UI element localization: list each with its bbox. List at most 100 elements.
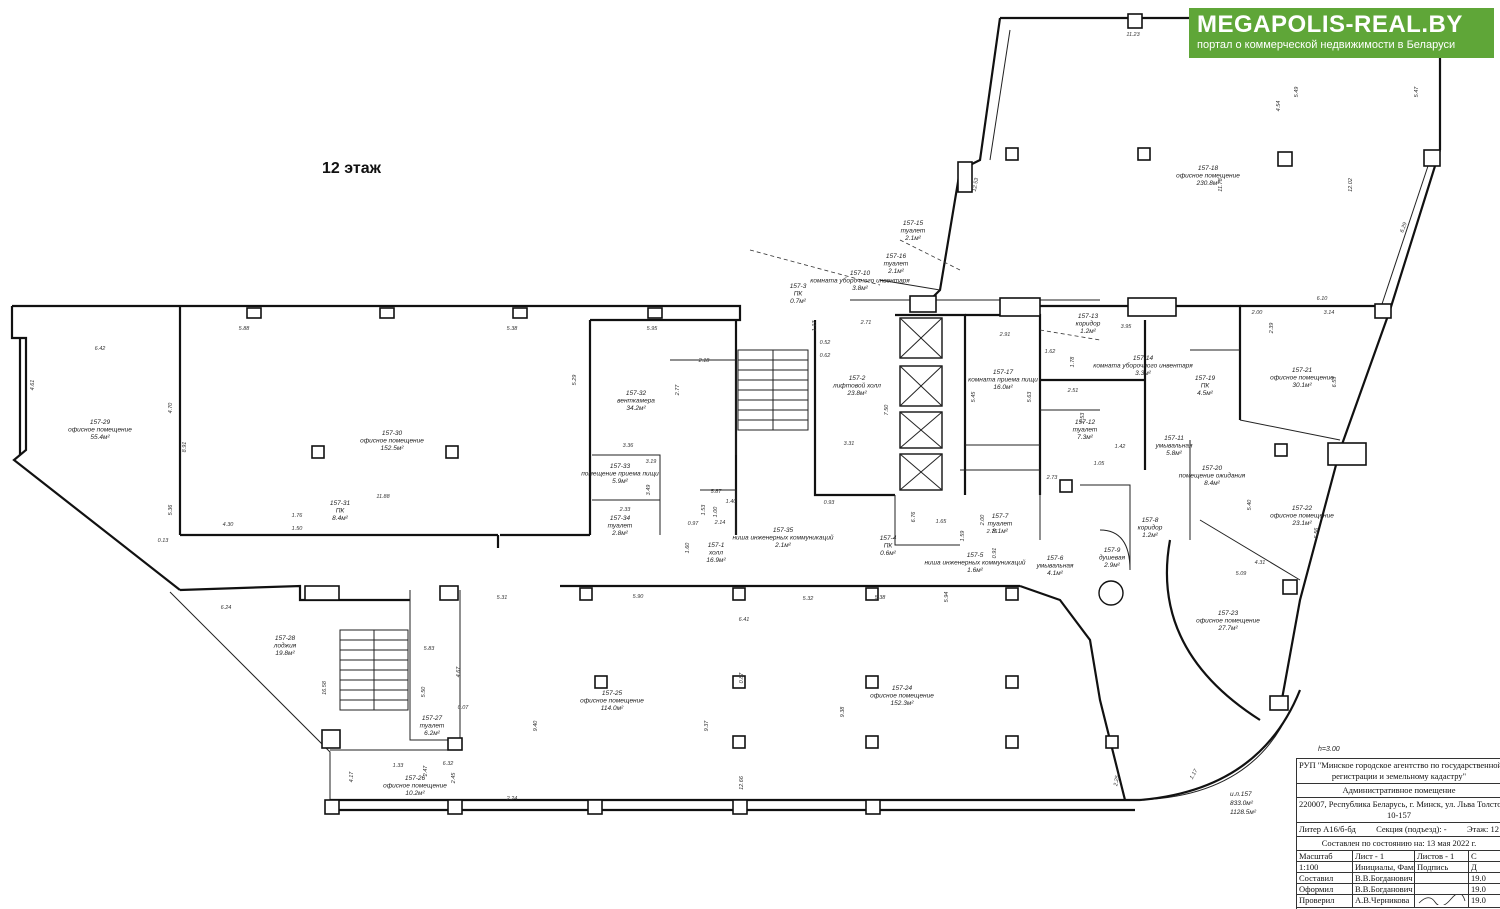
dimension-label: 2.18 <box>698 358 711 364</box>
stamp-r1-role: Составил <box>1297 873 1353 884</box>
dimension-label: 11.88 <box>376 494 390 500</box>
dimension-label: 2.51 <box>1067 388 1079 394</box>
dimension-label: 0.87 <box>739 672 745 684</box>
dimension-label: 12.53 <box>972 177 980 193</box>
stamp-r2-role: Оформил <box>1297 884 1353 895</box>
dimension-label: 12.66 <box>739 775 745 790</box>
dimension-label: 6.55 <box>1332 376 1338 388</box>
dimension-label: 2.91 <box>999 332 1011 338</box>
dimension-label: 4.67 <box>456 666 462 678</box>
dimension-label: 3.14 <box>1324 310 1335 316</box>
stamp-h-sign: Подпись <box>1415 862 1469 873</box>
dimension-label: 2.00 <box>1251 310 1264 316</box>
stamp-address: 220007, Республика Беларусь, г. Минск, у… <box>1297 798 1500 823</box>
stamp-r3-sign <box>1415 895 1469 908</box>
dimension-label: 5.38 <box>507 326 519 332</box>
stamp-r1-date: 19.0 <box>1469 873 1500 884</box>
stamp-h-scale: Масштаб <box>1297 851 1353 862</box>
dimension-label: 4.30 <box>223 522 235 528</box>
dimension-label: 1.40 <box>726 499 738 505</box>
signature-icon <box>1418 895 1466 907</box>
elevator-shafts <box>899 317 943 491</box>
megapolis-logo[interactable]: MEGAPOLIS-REAL.BY портал о коммерческой … <box>1189 8 1494 58</box>
dimension-label: 0.93 <box>824 500 836 506</box>
dimension-label: 3.19 <box>646 459 657 465</box>
dimension-label: 5.40 <box>1247 499 1253 511</box>
dimension-label: 0.07 <box>458 705 470 711</box>
dimension-label: 5.36 <box>168 504 174 516</box>
dimension-label: 6.76 <box>911 511 917 523</box>
stamp-org-line1: РУП "Минское городское агентство по госу… <box>1299 760 1500 770</box>
dimension-label: 16.58 <box>322 680 328 695</box>
dimension-label: 0.52 <box>820 340 831 346</box>
dimension-label: 5.50 <box>421 686 427 698</box>
dimension-label: 2.33 <box>619 507 632 513</box>
dimension-label: 1.65 <box>936 519 948 525</box>
stamp-state-date: Составлен по состоянию на: 13 мая 2022 г… <box>1297 837 1500 851</box>
dimension-label: 2.73 <box>1046 475 1059 481</box>
dimension-label: 5.45 <box>971 391 977 403</box>
dimension-label: 1.33 <box>393 763 405 769</box>
dimension-label: 5.29 <box>572 375 578 386</box>
dimension-label: 3.49 <box>646 485 652 496</box>
stamp-litera-row: Литер А16/б-бд Секция (подъезд): - Этаж:… <box>1297 823 1500 837</box>
stamp-address-line1: 220007, Республика Беларусь, г. Минск, у… <box>1299 799 1500 809</box>
dimension-label: 0.91 <box>992 548 998 559</box>
dimension-label: 1.53 <box>701 504 707 516</box>
stamp-r1-sign <box>1415 873 1469 884</box>
stamp-r2-sign <box>1415 884 1469 895</box>
stamp-section: Секция (подъезд): - <box>1376 824 1447 834</box>
dimension-label: 3.36 <box>623 443 635 449</box>
stamp-h-c: С <box>1469 851 1500 862</box>
stamp-org-line2: регистрации и земельному кадастру" <box>1331 771 1467 781</box>
dimension-label: 9.38 <box>840 706 846 718</box>
dimension-label: 2.77 <box>675 384 681 397</box>
stamp-scale: 1:100 <box>1297 862 1353 873</box>
stamp-address-line2: 10-157 <box>1386 810 1412 820</box>
dimension-label: 11.78 <box>1218 177 1224 191</box>
dimension-label: 2.00 <box>980 514 986 527</box>
dimension-label: 3.95 <box>1121 324 1133 330</box>
dimension-label: 2.53 <box>1080 412 1086 425</box>
dimension-label: 6.10 <box>1317 296 1329 302</box>
dimension-label: 2.25 <box>1113 774 1121 787</box>
dimension-label: 6.32 <box>443 761 454 767</box>
dimension-label: 1.59 <box>960 531 966 542</box>
stamp-grid: Масштаб Лист - 1 Листов - 1 С 1:100 Иниц… <box>1297 851 1500 908</box>
dimension-label: 6.42 <box>95 346 106 352</box>
totals-ref: и.п.157 <box>1230 791 1252 798</box>
dimension-label: 3.31 <box>844 441 855 447</box>
dimension-label: 1.60 <box>685 542 691 554</box>
dimension-label: 5.90 <box>633 594 645 600</box>
dimension-label: 4.54 <box>1276 101 1282 112</box>
